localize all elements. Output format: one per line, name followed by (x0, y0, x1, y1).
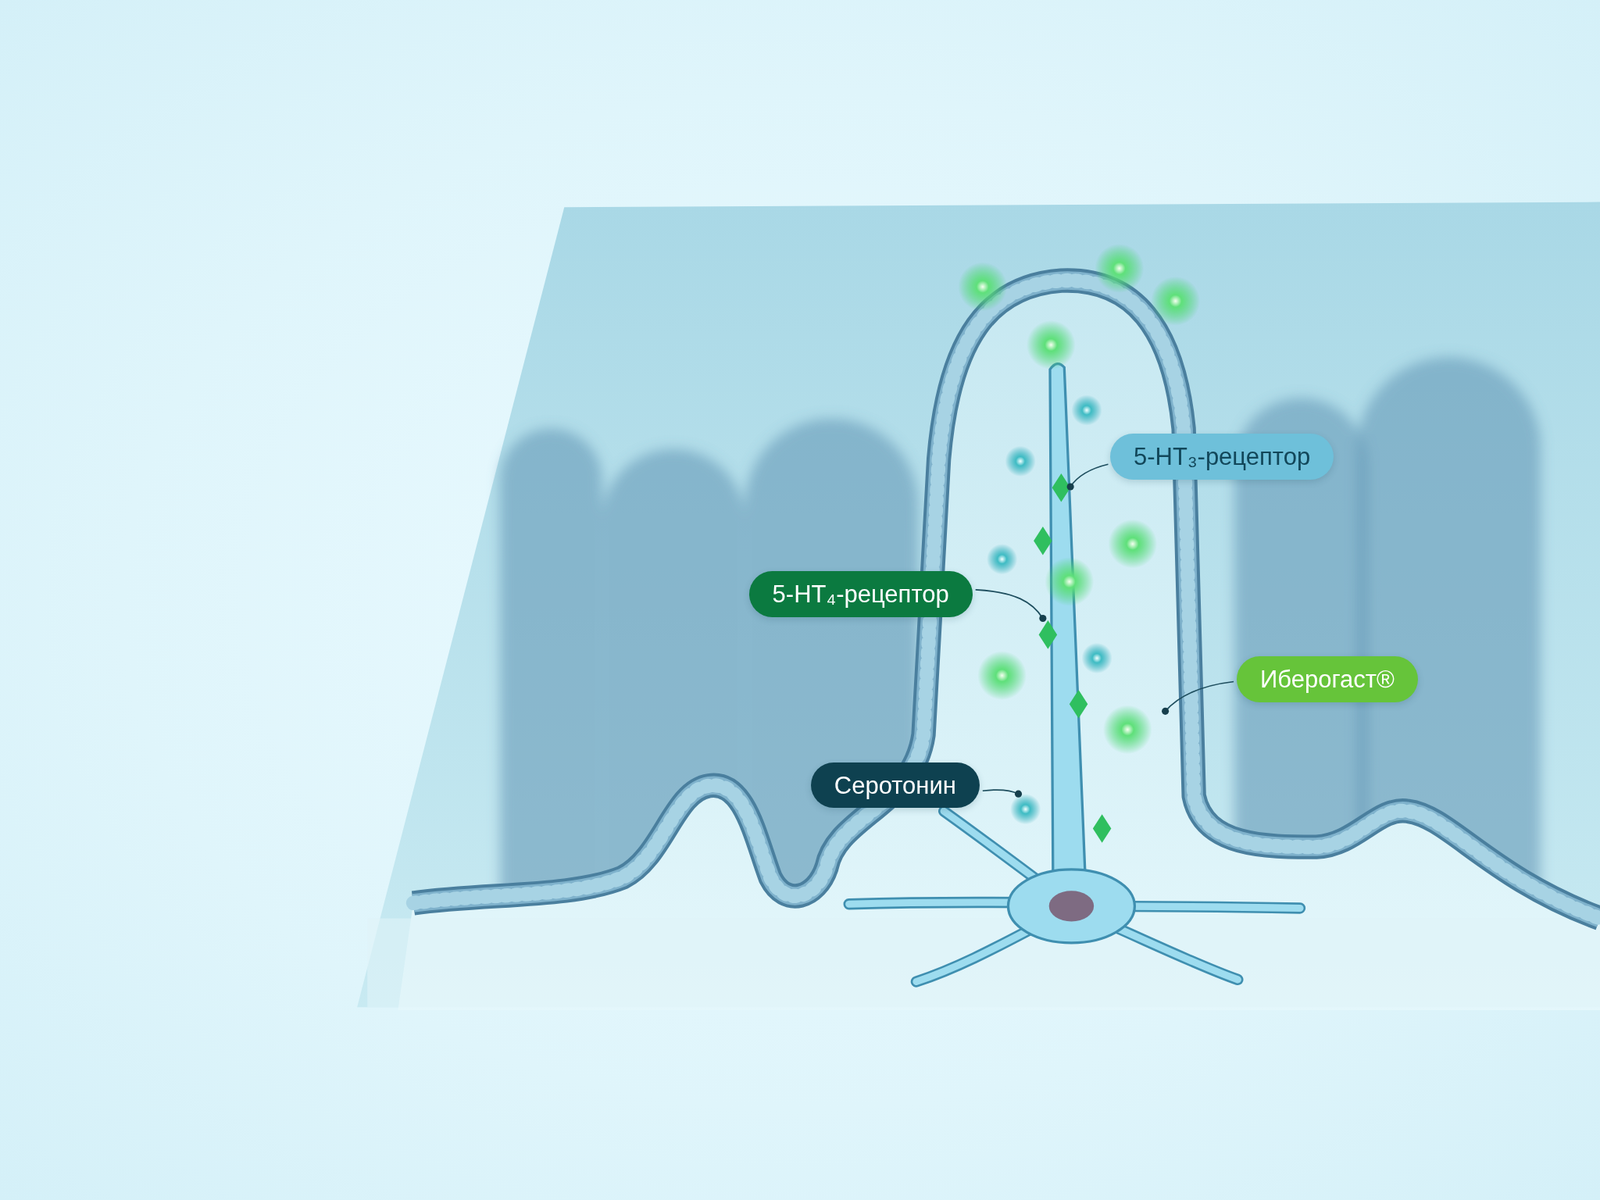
iberogast-molecule (1150, 276, 1200, 326)
iberogast-molecule (1026, 320, 1076, 370)
panel-bottom-fade (367, 918, 1600, 1008)
serotonin-molecule (1081, 642, 1112, 674)
serotonin-molecule (1010, 793, 1041, 825)
iberogast-molecule (1094, 243, 1144, 293)
label-text: Серотонин (834, 773, 957, 798)
serotonin-molecule (1071, 394, 1102, 425)
leader-line (1165, 681, 1235, 711)
label-text: Иберогаст® (1260, 667, 1395, 692)
leader-line (975, 589, 1043, 619)
soma (1007, 869, 1135, 943)
drug-label: Иберогаст® (1236, 656, 1418, 703)
iberogast-molecule (957, 262, 1008, 312)
leader-lines (975, 464, 1234, 797)
serotonin-molecule (986, 543, 1018, 575)
epithelium-outer (413, 280, 1600, 918)
iberogast-molecule (1103, 705, 1153, 755)
leader-dot (1067, 482, 1075, 490)
leader-dot (1014, 790, 1022, 798)
leader-dot (1039, 614, 1047, 622)
receptor (1033, 526, 1053, 556)
receptor (1069, 689, 1089, 719)
iberogast-molecule (1107, 519, 1158, 569)
label-text: 5-HT₃-рецептор (1133, 444, 1311, 469)
receptor-label: 5-HT₃-рецептор (1110, 433, 1334, 480)
villus-interior (397, 280, 1600, 1011)
nucleus (1049, 890, 1094, 922)
substance-label: Серотонин (810, 762, 980, 809)
epithelium-inner (413, 280, 1600, 918)
molecules (957, 243, 1200, 825)
axon (1050, 364, 1086, 889)
label-text: 5-HT₄-рецептор (772, 582, 950, 607)
iberogast-molecule (1044, 557, 1094, 607)
leader-dot (1161, 707, 1169, 715)
receptor (1092, 814, 1112, 843)
serotonin-molecule (1005, 446, 1036, 477)
leader-line (982, 789, 1019, 794)
microvilli (413, 280, 1600, 918)
leader-line (1070, 464, 1108, 487)
receptor-label: 5-HT₄-рецептор (749, 571, 973, 618)
receptor (1039, 620, 1058, 650)
iberogast-molecule (977, 650, 1027, 700)
